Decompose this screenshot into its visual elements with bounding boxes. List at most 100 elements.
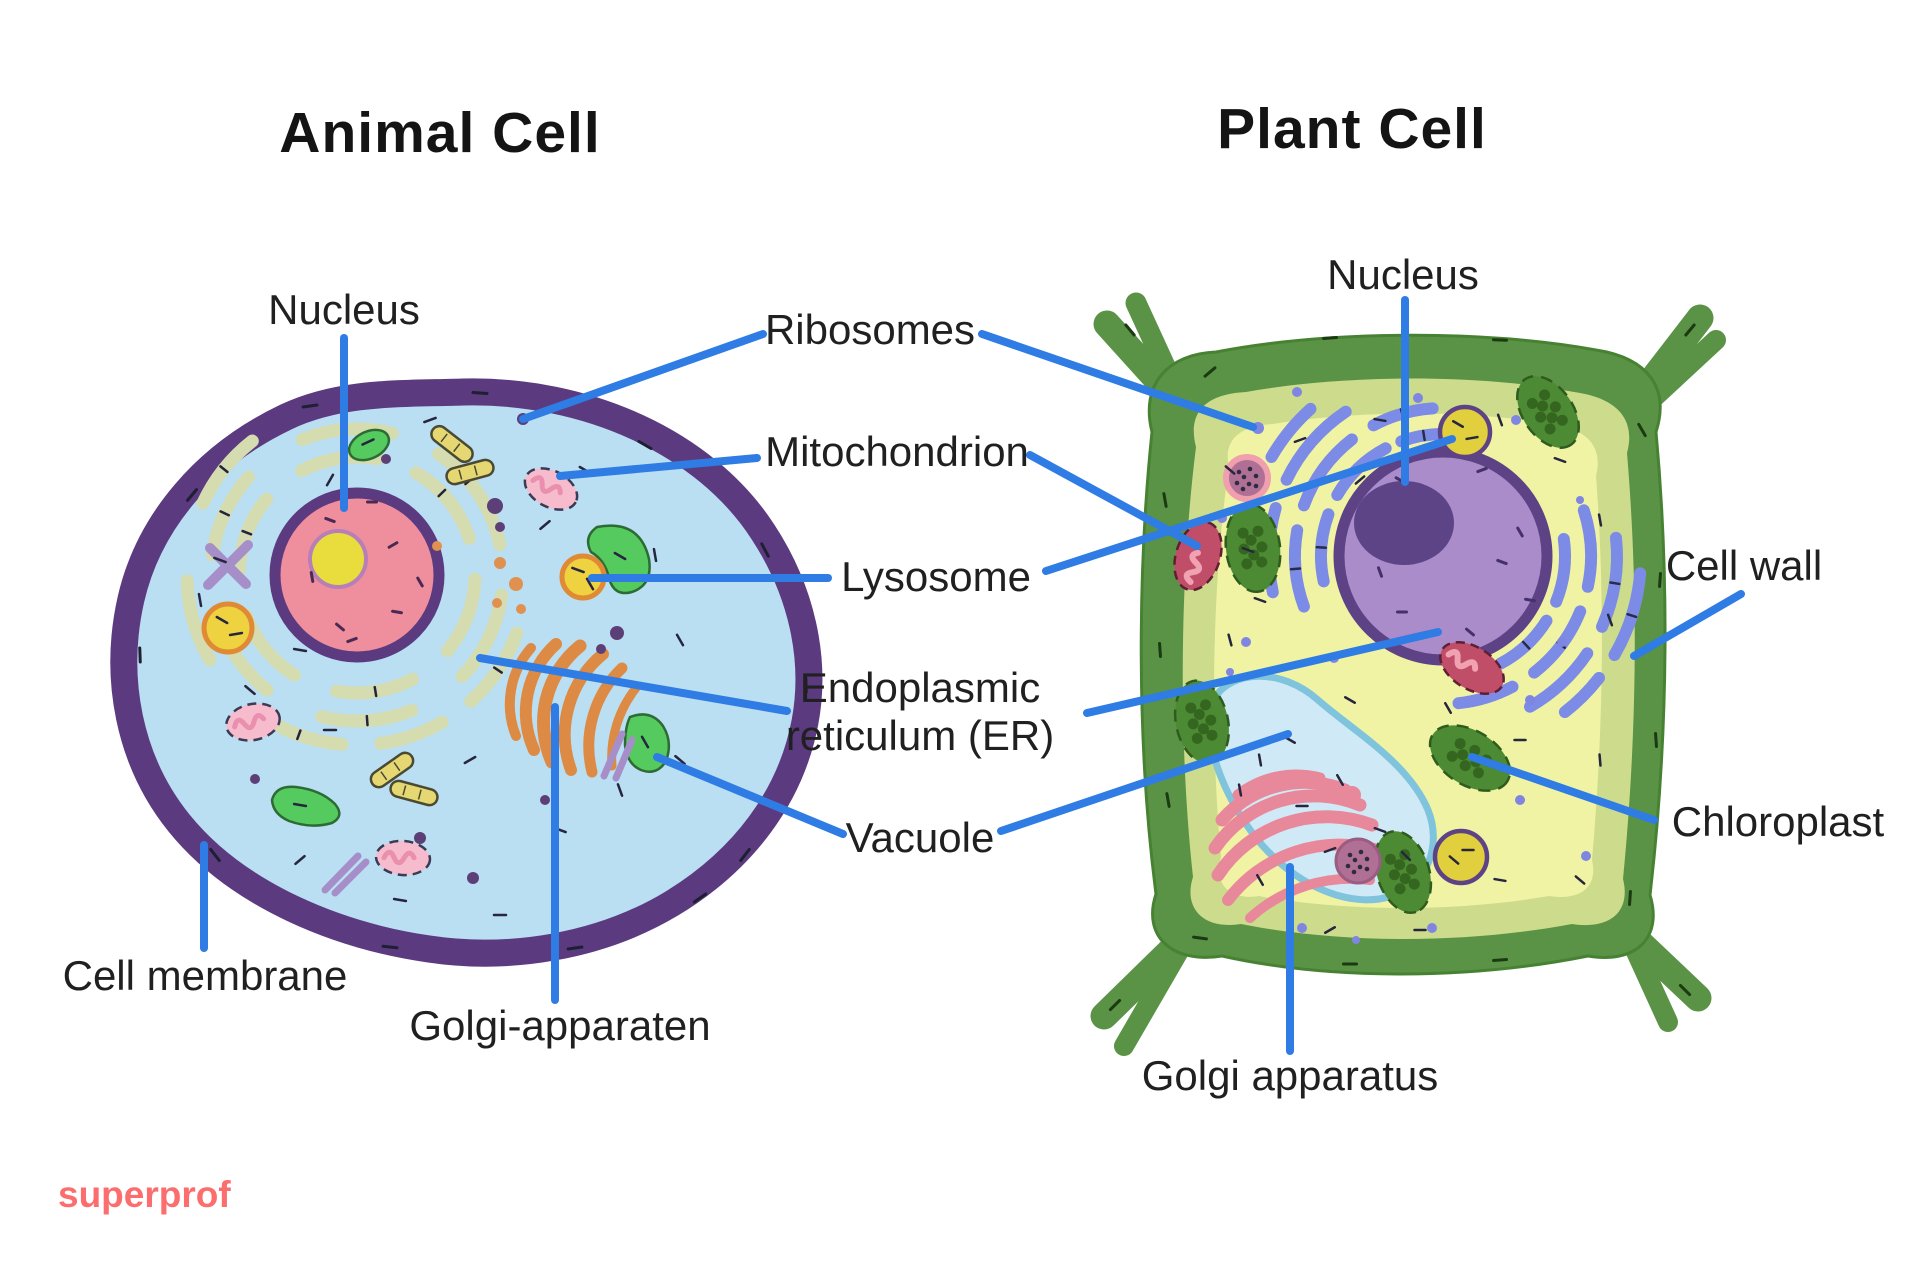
texture-fleck: [1496, 413, 1504, 427]
centriole-tube: [430, 424, 474, 464]
mitochondrion-graphic: [1439, 641, 1505, 695]
texture-fleck: [739, 847, 751, 863]
animal-ribosome-dots: [250, 413, 624, 884]
texture-fleck: [1400, 850, 1412, 862]
texture-fleck: [1158, 642, 1162, 658]
texture-fleck: [1323, 846, 1337, 854]
centriole-tube: [389, 779, 439, 807]
animal-membrane-texture: [138, 391, 808, 951]
texture-fleck: [492, 666, 503, 674]
texture-fleck: [1553, 456, 1567, 464]
label-mitochondrion: Mitochondrion: [765, 428, 1029, 475]
texture-fleck: [571, 566, 585, 574]
organelle-dot: [1364, 866, 1370, 872]
texture-fleck: [292, 802, 308, 808]
plant-peroxisome-graphic: [1334, 837, 1382, 885]
centriole-tube: [369, 751, 415, 789]
organelle-dot: [610, 626, 624, 640]
animal-lysosome-graphic: [201, 601, 255, 655]
organelle-dot: [381, 454, 391, 464]
texture-fleck: [1521, 640, 1531, 650]
animal-er-graphic: [180, 422, 524, 751]
er-segment: [1550, 533, 1571, 608]
texture-fleck: [1376, 566, 1384, 578]
organelle-dot: [1292, 387, 1302, 397]
texture-fleck: [1598, 753, 1602, 767]
label-er-leader-line: [476, 654, 791, 715]
er-segment: [1558, 671, 1605, 718]
texture-fleck: [760, 542, 770, 558]
texture-fleck: [215, 615, 229, 625]
organelle-dot: [1351, 869, 1357, 875]
texture-fleck: [1451, 420, 1465, 428]
texture-fleck: [1448, 855, 1460, 865]
plant-mitochondria-graphic: [1173, 520, 1505, 695]
texture-fleck: [1354, 475, 1366, 485]
label-vacuole-leader-line: [653, 753, 847, 838]
texture-fleck: [1162, 492, 1168, 508]
animal-cytoplasm-texture: [197, 416, 686, 917]
texture-fleck: [1289, 567, 1302, 571]
texture-fleck: [1227, 633, 1233, 647]
plant-misc-organelles: [1223, 404, 1493, 886]
animal-mitochondria-graphic: [225, 467, 579, 877]
label-nucleus-plant: Nucleus: [1327, 251, 1479, 298]
texture-fleck: [1597, 513, 1603, 527]
organelle-dot: [1358, 849, 1364, 855]
organelle-dot: [492, 598, 502, 608]
plant-peroxisome-graphic: [1223, 454, 1271, 502]
chloroplast-graphic: [1224, 502, 1282, 594]
animal-nucleolus-graphic: [308, 529, 368, 589]
label-golgi-animal: Golgi-apparaten: [409, 1002, 710, 1049]
texture-fleck: [346, 636, 358, 644]
plant-nucleus-graphic: [1333, 446, 1553, 666]
texture-fleck: [1626, 612, 1638, 619]
animal-centriole-graphic: [369, 424, 495, 807]
texture-fleck: [692, 892, 708, 904]
organelle-dot: [1226, 668, 1234, 676]
label-ribosomes-leader-line: [519, 330, 767, 423]
texture-fleck: [381, 944, 399, 950]
texture-fleck: [244, 684, 256, 696]
organelle-dot: [467, 872, 479, 884]
organelle-dot: [487, 498, 503, 514]
label-chloroplast: Chloroplast: [1672, 798, 1885, 845]
texture-fleck: [423, 416, 437, 424]
animal-cell-title: Animal Cell: [279, 101, 600, 165]
organelle-dot: [1364, 856, 1370, 862]
texture-fleck: [1253, 596, 1267, 604]
chloroplast-graphic: [1515, 374, 1581, 450]
texture-fleck: [186, 488, 198, 502]
organelle-dot: [1241, 474, 1247, 480]
texture-fleck: [1323, 926, 1337, 934]
texture-fleck: [213, 556, 227, 564]
organelle-dot: [1352, 857, 1358, 863]
organelle-dot: [1253, 483, 1259, 489]
label-vacuole: Vacuole: [846, 814, 995, 861]
texture-fleck: [1373, 826, 1387, 834]
texture-fleck: [1293, 436, 1307, 444]
label-vacuole-leader-line: [997, 730, 1292, 835]
er-segment: [1280, 405, 1352, 486]
label-golgi-plant: Golgi apparatus: [1142, 1052, 1439, 1099]
er-segment: [1524, 647, 1594, 713]
centriole-tube: [445, 458, 495, 486]
organelle-dot: [432, 541, 442, 551]
texture-fleck: [471, 391, 489, 395]
organelle-dot: [1347, 852, 1353, 858]
animal-cytoskeleton-graphic: [203, 540, 636, 897]
texture-fleck: [1421, 429, 1426, 442]
plant-nucleolus-graphic: [1354, 481, 1454, 565]
organelle-dot: [1525, 695, 1535, 705]
chloroplast-graphic: [1173, 679, 1231, 765]
texture-fleck: [1336, 773, 1344, 787]
label-lysosome-leader-line: [1042, 435, 1456, 575]
organelle-dot: [495, 522, 505, 532]
er-segment: [374, 715, 449, 750]
texture-fleck: [387, 541, 399, 549]
texture-fleck: [1257, 753, 1263, 767]
organelle-dot: [1234, 480, 1240, 486]
texture-fleck: [1315, 545, 1328, 550]
